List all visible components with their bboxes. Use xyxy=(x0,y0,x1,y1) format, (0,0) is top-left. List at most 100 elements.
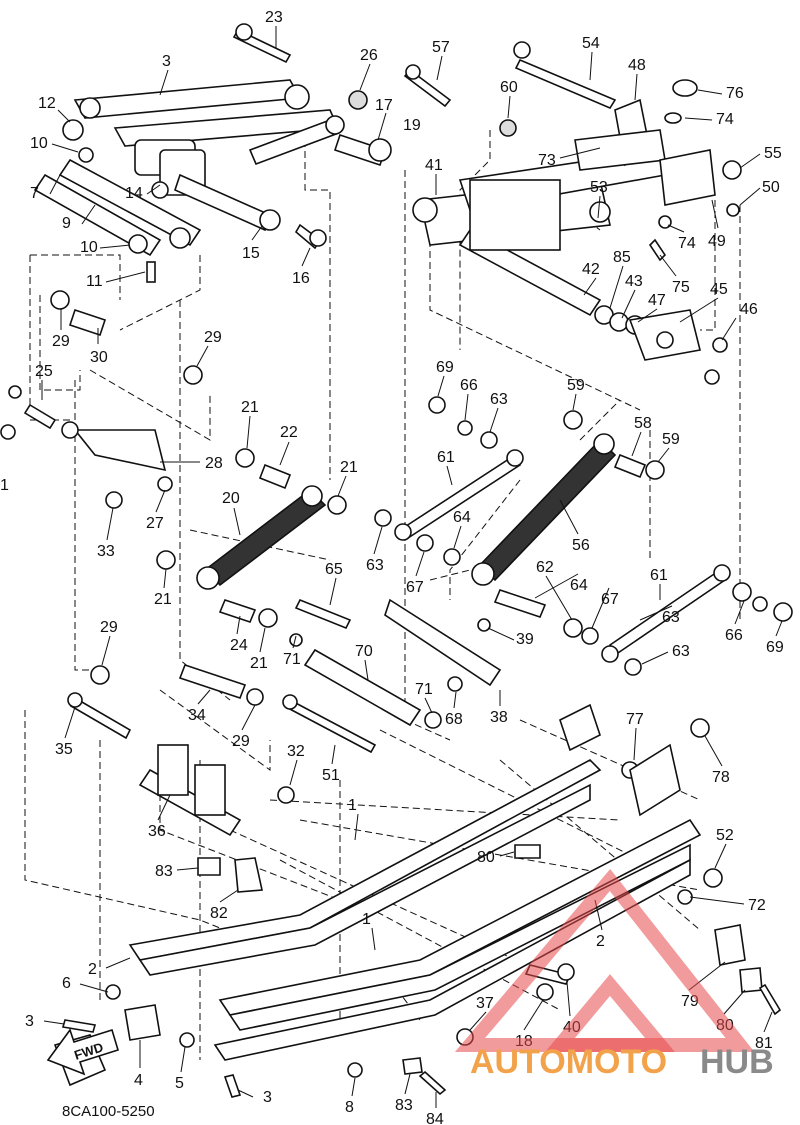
callout-label: 61 xyxy=(650,567,668,584)
callout-label: 29 xyxy=(232,733,250,750)
callout-label: 69 xyxy=(766,639,784,656)
callout-label: 23 xyxy=(265,9,283,26)
callout-label: 6 xyxy=(62,975,71,992)
callout-labels: 23 3 26 17 19 57 54 48 76 74 60 12 10 7 … xyxy=(0,9,784,1125)
callout-label: 63 xyxy=(490,391,508,408)
callout-label: 82 xyxy=(210,905,228,922)
callout-label: 1 xyxy=(362,911,371,928)
watermark-logo: AUTOMOTO HUB xyxy=(454,868,774,1081)
callout-label: 9 xyxy=(62,215,71,232)
callout-label: 35 xyxy=(55,741,73,758)
callout-label: 80 xyxy=(477,849,495,866)
callout-label: 42 xyxy=(582,261,600,278)
callout-label: 59 xyxy=(567,377,585,394)
callout-label: 14 xyxy=(125,185,143,202)
callout-label: 7 xyxy=(30,185,39,202)
callout-label: 70 xyxy=(355,643,373,660)
callout-label: 43 xyxy=(625,273,643,290)
callout-label: 12 xyxy=(38,95,56,112)
callout-label: 71 xyxy=(283,651,301,668)
callout-label: 29 xyxy=(100,619,118,636)
callout-label: 78 xyxy=(712,769,730,786)
callout-label: 29 xyxy=(204,329,222,346)
callout-label: 54 xyxy=(582,35,600,52)
watermark-text-2: HUB xyxy=(700,1043,774,1081)
callout-label: 85 xyxy=(613,249,631,266)
callout-label: 2 xyxy=(88,961,97,978)
callout-label: 84 xyxy=(426,1111,444,1125)
callout-label: 21 xyxy=(154,591,172,608)
callout-label: 61 xyxy=(437,449,455,466)
callout-label: 26 xyxy=(360,47,378,64)
callout-label: 21 xyxy=(241,399,259,416)
callout-label: 1 xyxy=(0,477,9,494)
callout-label: 77 xyxy=(626,711,644,728)
callout-label: 3 xyxy=(263,1089,272,1106)
leader-lines xyxy=(41,26,783,1108)
callout-label: 11 xyxy=(86,273,103,290)
callout-label: 28 xyxy=(205,455,223,472)
fwd-arrow: FWD xyxy=(46,1028,119,1076)
callout-label: 4 xyxy=(134,1072,143,1089)
callout-label: 1 xyxy=(348,797,357,814)
callout-label: 15 xyxy=(242,245,260,262)
callout-label: 29 xyxy=(52,333,70,350)
callout-label: 24 xyxy=(230,637,248,654)
callout-label: 21 xyxy=(250,655,268,672)
callout-label: 20 xyxy=(222,490,240,507)
callout-label: 52 xyxy=(716,827,734,844)
callout-label: 25 xyxy=(35,363,53,380)
callout-label: 8 xyxy=(345,1099,354,1116)
callout-label: 33 xyxy=(97,543,115,560)
callout-label: 62 xyxy=(536,559,554,576)
slide-rails xyxy=(53,703,782,1098)
callout-label: 38 xyxy=(490,709,508,726)
callout-label: 56 xyxy=(572,537,590,554)
callout-label: 71 xyxy=(415,681,433,698)
rear-arm-assembly xyxy=(403,41,742,385)
callout-label: 64 xyxy=(453,509,471,526)
callout-label: 60 xyxy=(500,79,518,96)
callout-label: 74 xyxy=(716,111,734,128)
callout-label: 47 xyxy=(648,292,666,309)
callout-label: 83 xyxy=(155,863,173,880)
callout-label: 10 xyxy=(80,239,98,256)
callout-label: 45 xyxy=(710,281,728,298)
callout-label: 37 xyxy=(476,995,494,1012)
callout-label: 50 xyxy=(762,179,780,196)
callout-label: 2 xyxy=(596,933,605,950)
callout-label: 58 xyxy=(634,415,652,432)
callout-label: 76 xyxy=(726,85,744,102)
callout-label: 32 xyxy=(287,743,305,760)
callout-label: 64 xyxy=(570,577,588,594)
callout-label: 63 xyxy=(672,643,690,660)
callout-label: 72 xyxy=(748,897,766,914)
callout-label: 59 xyxy=(662,431,680,448)
callout-label: 10 xyxy=(30,135,48,152)
callout-label: 66 xyxy=(460,377,478,394)
callout-label: 73 xyxy=(538,152,556,169)
callout-label: 34 xyxy=(188,707,206,724)
callout-label: 65 xyxy=(325,561,343,578)
callout-label: 51 xyxy=(322,767,340,784)
callout-label: 49 xyxy=(708,233,726,250)
callout-label: 74 xyxy=(678,235,696,252)
front-arm-assembly xyxy=(33,23,392,283)
callout-label: 57 xyxy=(432,39,450,56)
callout-label: 63 xyxy=(662,609,680,626)
diagram-code: 8CA100-5250 xyxy=(62,1103,155,1120)
callout-label: 27 xyxy=(146,515,164,532)
callout-label: 68 xyxy=(445,711,463,728)
callout-label: 81 xyxy=(755,1035,773,1052)
callout-label: 39 xyxy=(516,631,534,648)
callout-label: 5 xyxy=(175,1075,184,1092)
callout-label: 41 xyxy=(425,157,443,174)
dashed-guide-lines xyxy=(24,130,741,1060)
shock-absorbers xyxy=(0,290,793,837)
callout-label: 36 xyxy=(148,823,166,840)
watermark-text-1: AUTOMOTO xyxy=(470,1043,667,1081)
callout-label: 19 xyxy=(403,117,421,134)
callout-label: 66 xyxy=(725,627,743,644)
callout-label: 69 xyxy=(436,359,454,376)
